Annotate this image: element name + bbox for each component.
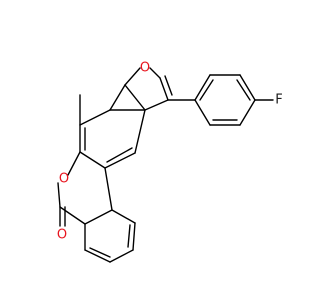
bond — [57, 182, 61, 208]
bond — [159, 77, 169, 101]
molecule-canvas: O F O O — [56, 60, 283, 263]
fluorophenyl-ring — [194, 74, 256, 126]
bond — [132, 222, 136, 251]
furan-oxygen-label: O — [140, 61, 150, 76]
bond — [104, 152, 136, 169]
bond — [124, 84, 146, 111]
bond — [84, 209, 113, 225]
fluorine-label: F — [275, 93, 282, 108]
bond — [79, 109, 111, 126]
bond — [194, 99, 211, 126]
lactone-ring — [57, 151, 113, 225]
bond — [199, 79, 214, 101]
carbonyl-oxygen-label: O — [57, 228, 67, 243]
bond — [111, 209, 136, 224]
furan-ring — [109, 67, 173, 111]
molecule-structure: O F O O — [57, 61, 283, 263]
bond — [236, 79, 251, 101]
bond — [164, 75, 173, 96]
bond — [84, 249, 111, 263]
bond — [144, 99, 169, 111]
bond — [67, 151, 81, 176]
lactone-oxygen-label: O — [59, 172, 69, 187]
bond — [106, 147, 133, 163]
lower-benzene-ring — [84, 209, 136, 263]
bond — [194, 74, 211, 101]
bond — [79, 151, 106, 169]
bond — [59, 206, 86, 225]
central-benzene-ring — [79, 109, 146, 169]
bond — [124, 67, 141, 86]
bond — [239, 74, 256, 101]
bond — [104, 167, 113, 211]
bond — [149, 67, 161, 79]
bond — [109, 84, 126, 111]
bond — [109, 249, 134, 263]
bond — [89, 247, 111, 258]
bond — [134, 109, 146, 154]
bond — [127, 224, 131, 248]
bond — [239, 99, 256, 126]
